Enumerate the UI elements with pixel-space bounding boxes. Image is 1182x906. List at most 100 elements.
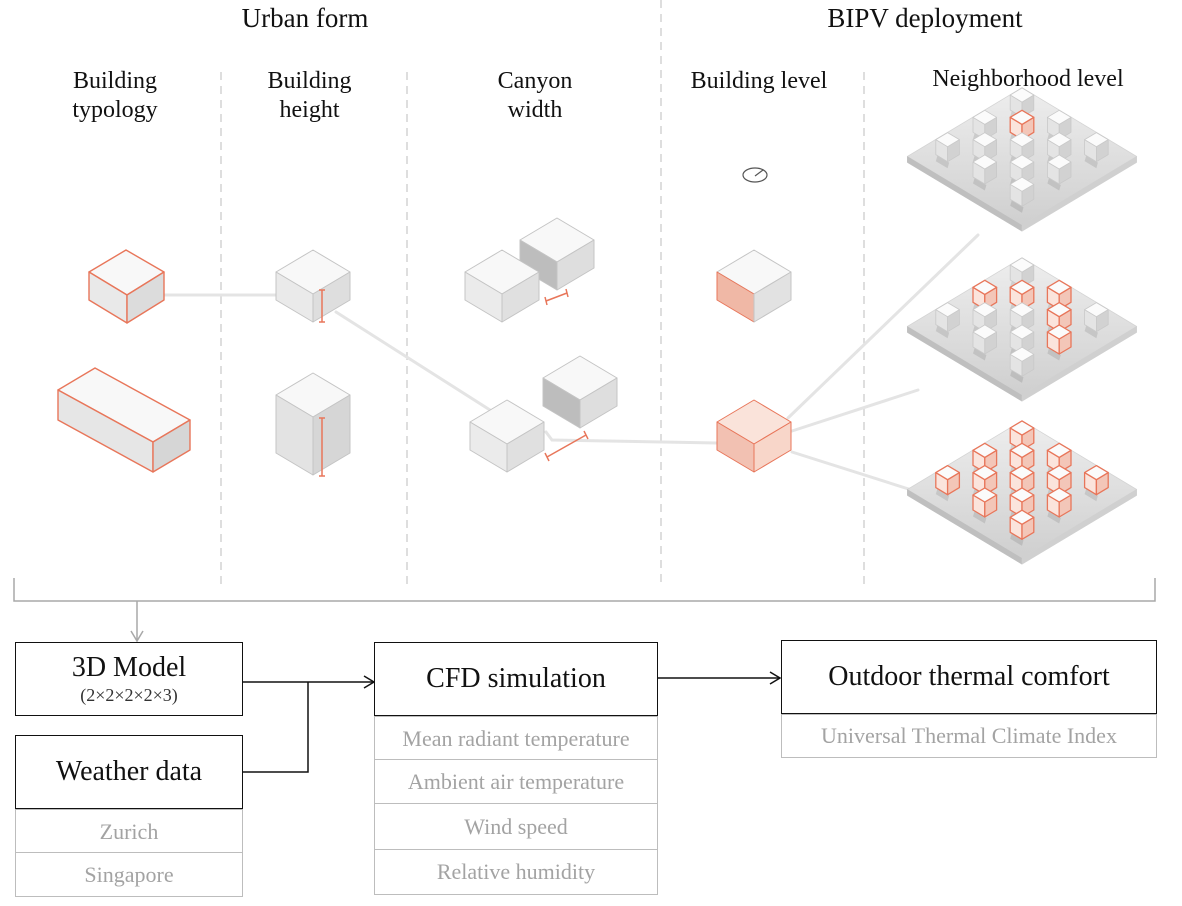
neighborhood-plate-edge [1021,489,1137,565]
block-roof [1009,87,1035,103]
neighborhood-grid-all [906,420,1138,565]
canyon-narrow-back-box [519,217,595,291]
pv-block-roof [935,464,961,481]
section-title-bipv: BIPV deployment [827,3,1023,33]
height-short-dimension [319,289,325,323]
block-roof [935,302,960,318]
height-tall-dimension [319,417,325,477]
block-roof [1047,109,1072,125]
column-title-height-line1: Building [267,68,352,94]
block-shadow [973,510,987,524]
block-shadow [1047,510,1061,524]
pv-block-roof [1046,442,1072,459]
canyon-wide-dim-tick-b [583,430,589,440]
block-shadow [1084,325,1098,339]
comfort-box: Outdoor thermal comfort [781,640,1157,714]
connector-lines [162,233,980,494]
neighborhood-grid-none [906,87,1138,232]
block-roof [972,109,997,125]
pv-block-roof [1046,487,1072,503]
pv-block-roof [1046,464,1072,481]
column-title-neighborhood-level: Neighborhood level [932,66,1124,92]
flow-arrows [243,671,782,773]
block-shadow [935,155,950,169]
block-roof [1047,154,1072,170]
model-box: 3D Model (2×2×2×2×3) [15,642,243,716]
cfd-title: CFD simulation [426,662,606,694]
typology-slab-right [152,419,191,473]
column-title-typology-line2: typology [72,96,158,123]
block-shadow [1047,177,1061,191]
canyon-narrow-back-right [556,239,595,291]
block-roof [1084,302,1109,318]
block-roof [972,132,997,148]
height-tall-box [275,372,351,476]
bracket-line [13,578,1156,602]
pv-block-roof [972,487,998,503]
block-shadow [935,325,950,339]
canyon-narrow-front-box [464,249,540,323]
block-shadow [1010,200,1024,213]
pv-block-roof [1046,279,1072,296]
pv-block-roof [1046,324,1072,340]
column-dividers [220,0,865,588]
block-roof [1009,132,1035,148]
block-shadow [1084,488,1098,502]
canyon-narrow-dim-tick-a [544,296,548,306]
column-title-canyon-line1: Canyon [497,68,573,94]
model-title: 3D Model [71,652,187,684]
block-shadow [1010,370,1024,383]
column-title-canyon: Canyon width [440,67,630,125]
pv-block-roof [1009,487,1035,503]
building-roof-facade-pv [716,399,792,473]
bracket-arrowhead [130,630,144,643]
canyon-narrow-front-right [501,271,540,323]
pv-block-roof [1009,420,1035,436]
neighborhood-plate-edge [1021,326,1137,402]
block-roof [1009,302,1035,318]
connector-building-to-neighborhood-2 [790,388,920,433]
height-short-box [275,249,351,323]
block-roof [972,154,997,170]
comfort-item-utci: Universal Thermal Climate Index [781,714,1157,758]
column-title-building-level: Building level [690,68,828,94]
block-roof [1009,176,1035,192]
comfort-title: Outdoor thermal comfort [828,660,1110,692]
column-title-height-line2: height [279,96,340,123]
block-roof [972,324,997,340]
arrow-to-comfort-head [769,671,782,685]
block-shadow [973,347,987,361]
orientation-needle [754,169,764,177]
pv-block-roof [972,279,998,296]
orientation-ellipse [742,167,768,183]
pv-block-roof [1009,109,1035,126]
canyon-wide-front-right [506,421,545,473]
pv-block-roof [1009,279,1035,296]
typology-cube-right [126,271,165,324]
cfd-item-mean-radiant-temperature: Mean radiant temperature [374,716,658,761]
orientation-marker [742,167,768,183]
arrow-weather-out [243,682,309,773]
connector-height-to-canyon [334,310,492,412]
section-title-urban-form: Urban form [241,3,369,33]
pv-block-roof [1009,442,1035,459]
column-title-typology: Building typology [20,67,210,125]
block-roof [935,132,960,148]
pv-block-roof [1009,464,1035,481]
building-facade-pv [716,249,792,323]
typology-slab [57,367,191,473]
neighborhood-grid-partial [906,257,1138,402]
canyon-wide-front-box [469,399,545,473]
block-roof [972,302,997,318]
column-title-height: Building height [222,67,397,125]
column-title-canyon-line2: width [507,96,563,123]
canyon-wide-dim-tick-a [544,452,550,462]
canyon-wide-back-right [579,377,618,429]
canyon-narrow-dim-line [545,292,568,302]
building-facade-right [753,271,792,323]
weather-item-zurich: Zurich [15,809,243,854]
weather-box: Weather data [15,735,243,809]
canyon-narrow-dim-tick-b [565,288,569,298]
model-subtitle: (2×2×2×2×3) [80,684,178,705]
cfd-item-wind-speed: Wind speed [374,803,658,851]
